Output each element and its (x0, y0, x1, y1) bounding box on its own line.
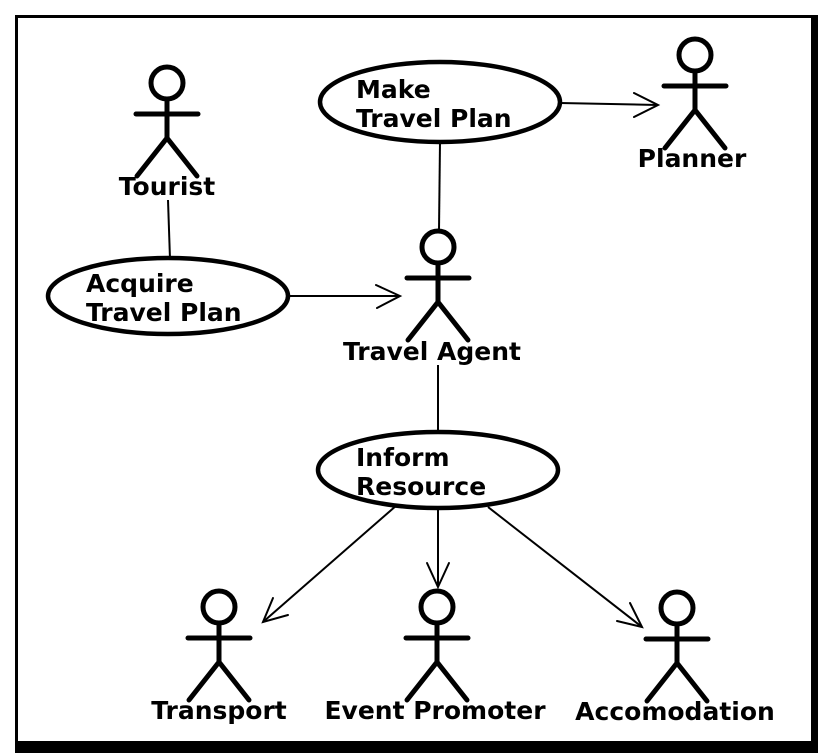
actor-planner-label: Planner (638, 144, 747, 173)
usecase-ellipse (315, 429, 561, 511)
usecase-inform-resource-label-line1: Inform (356, 443, 450, 472)
usecase-acquire-travel-plan: Acquire Travel Plan (45, 255, 291, 337)
person-icon (661, 36, 729, 151)
actor-planner: Planner (638, 36, 747, 173)
person-icon (185, 588, 253, 703)
connector-make-travel-plan-to-travel-agent (438, 141, 441, 231)
open-arrowhead-icon (616, 602, 644, 629)
actor-event-promoter-label: Event Promoter (324, 696, 546, 725)
arrow-shaft (487, 506, 643, 628)
usecase-inform-resource: Inform Resource (315, 429, 561, 511)
person-icon (403, 588, 471, 703)
actor-accomodation: Accomodation (575, 589, 775, 726)
arrow-inform-resource-to-event-promoter (426, 508, 450, 590)
arrow-inform-resource-to-transport (261, 504, 398, 624)
actor-travel-agent: Travel Agent (343, 228, 521, 366)
arrow-inform-resource-to-accomodation (487, 506, 644, 629)
arrow-make-travel-plan-to-planner (559, 92, 661, 118)
usecase-ellipse (317, 59, 563, 145)
usecase-make-travel-plan: Make Travel Plan (317, 59, 563, 145)
usecase-inform-resource-label-line2: Resource (356, 472, 486, 501)
arrow-shaft (262, 504, 398, 623)
usecase-make-travel-plan-label-line1: Make (356, 75, 431, 104)
usecase-ellipse (45, 255, 291, 337)
person-icon (404, 228, 472, 343)
open-arrowhead-icon (426, 562, 450, 590)
actor-transport-label: Transport (151, 696, 287, 725)
usecase-acquire-travel-plan-label-line2: Travel Plan (86, 298, 242, 327)
usecase-make-travel-plan-label-line2: Travel Plan (356, 104, 512, 133)
arrow-acquire-travel-plan-to-travel-agent (288, 284, 403, 309)
actor-event-promoter: Event Promoter (324, 588, 546, 725)
open-arrowhead-icon (261, 597, 289, 624)
person-icon (133, 64, 201, 179)
actor-transport: Transport (151, 588, 287, 725)
diagram-border (15, 15, 818, 753)
actor-tourist: Tourist (119, 64, 215, 201)
actor-accomodation-label: Accomodation (575, 697, 775, 726)
open-arrowhead-icon (375, 284, 403, 309)
actor-travel-agent-label: Travel Agent (343, 337, 521, 366)
connector-tourist-to-acquire-travel-plan (167, 199, 171, 260)
actor-tourist-label: Tourist (119, 172, 215, 201)
arrow-shaft (559, 102, 659, 106)
person-icon (643, 589, 711, 704)
open-arrowhead-icon (633, 92, 661, 118)
usecase-acquire-travel-plan-label-line1: Acquire (86, 269, 194, 298)
